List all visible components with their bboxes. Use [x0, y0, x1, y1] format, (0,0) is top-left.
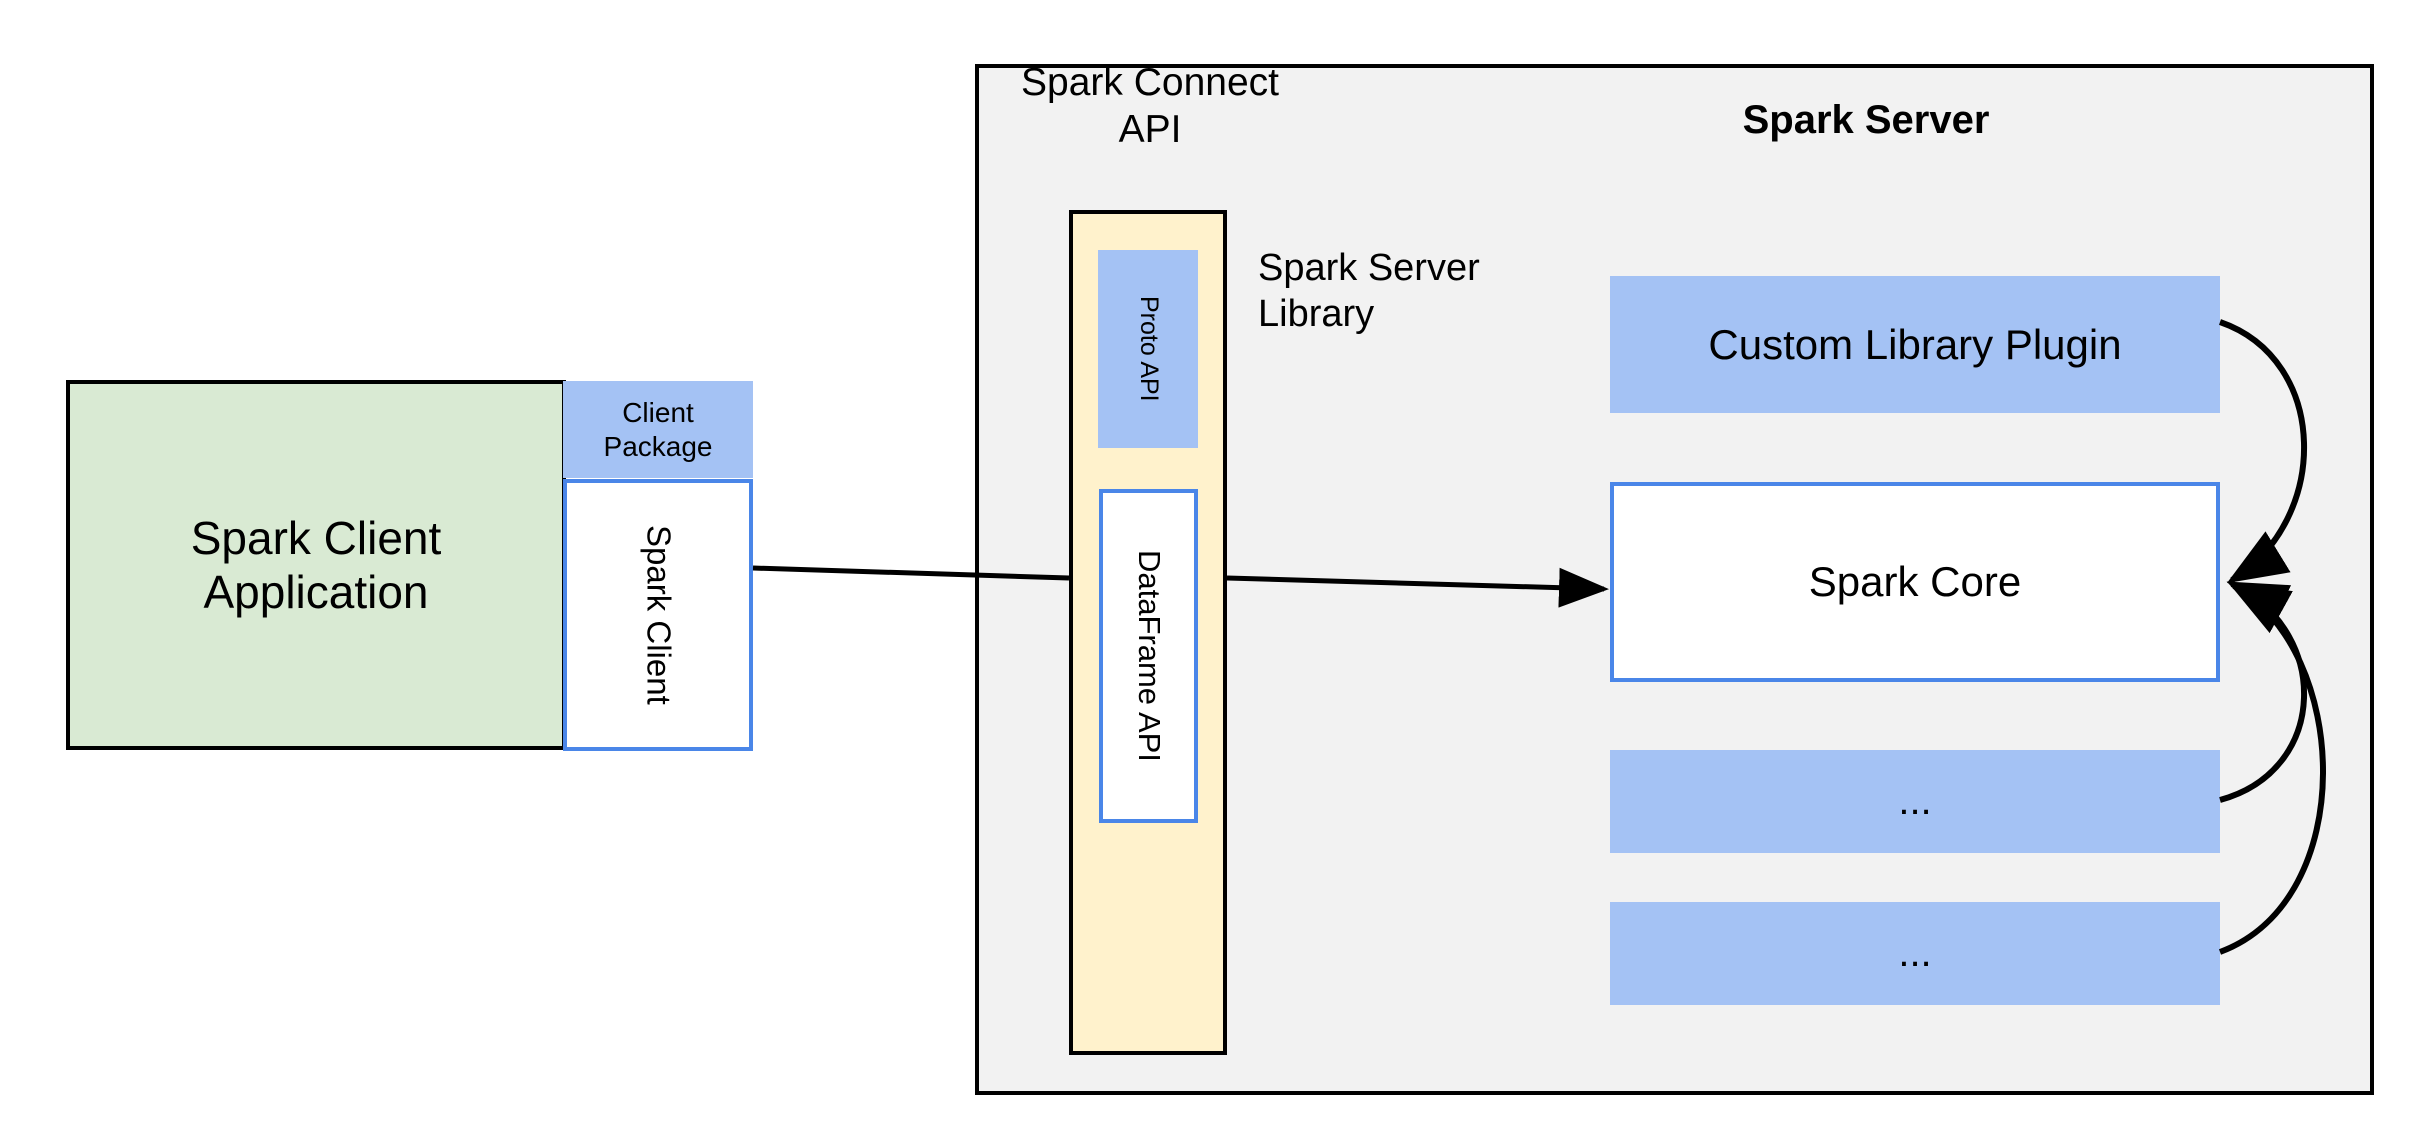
- ellipsis-box-2[interactable]: ...: [1610, 902, 2220, 1005]
- ellipsis-label-2: ...: [1898, 930, 1932, 975]
- dataframe-api-label: DataFrame API: [1131, 550, 1167, 762]
- spark-core-box[interactable]: Spark Core: [1610, 482, 2220, 682]
- ellipsis-box-1[interactable]: ...: [1610, 750, 2220, 853]
- spark-server-library-label: Spark Server Library: [1258, 247, 1480, 335]
- spark-client-box[interactable]: Spark Client: [563, 479, 753, 751]
- dataframe-api-box[interactable]: DataFrame API: [1099, 489, 1198, 823]
- proto-api-box[interactable]: Proto API: [1098, 250, 1198, 448]
- spark-core-label: Spark Core: [1808, 558, 2022, 606]
- spark-server-title: Spark Server: [1742, 98, 1990, 142]
- ellipsis-label-1: ...: [1898, 778, 1932, 823]
- spark-client-application-label: Spark Client Application: [190, 511, 442, 618]
- custom-library-plugin-box[interactable]: Custom Library Plugin: [1610, 276, 2220, 413]
- client-package-box[interactable]: Client Package: [563, 381, 753, 478]
- spark-client-label: Spark Client: [640, 525, 678, 705]
- spark-connect-api-label: Spark Connect API: [1021, 61, 1279, 151]
- proto-api-label: Proto API: [1134, 296, 1163, 402]
- spark-client-application-box[interactable]: Spark Client Application: [66, 380, 566, 750]
- client-package-label: Client Package: [603, 397, 713, 462]
- custom-library-plugin-label: Custom Library Plugin: [1708, 320, 2122, 368]
